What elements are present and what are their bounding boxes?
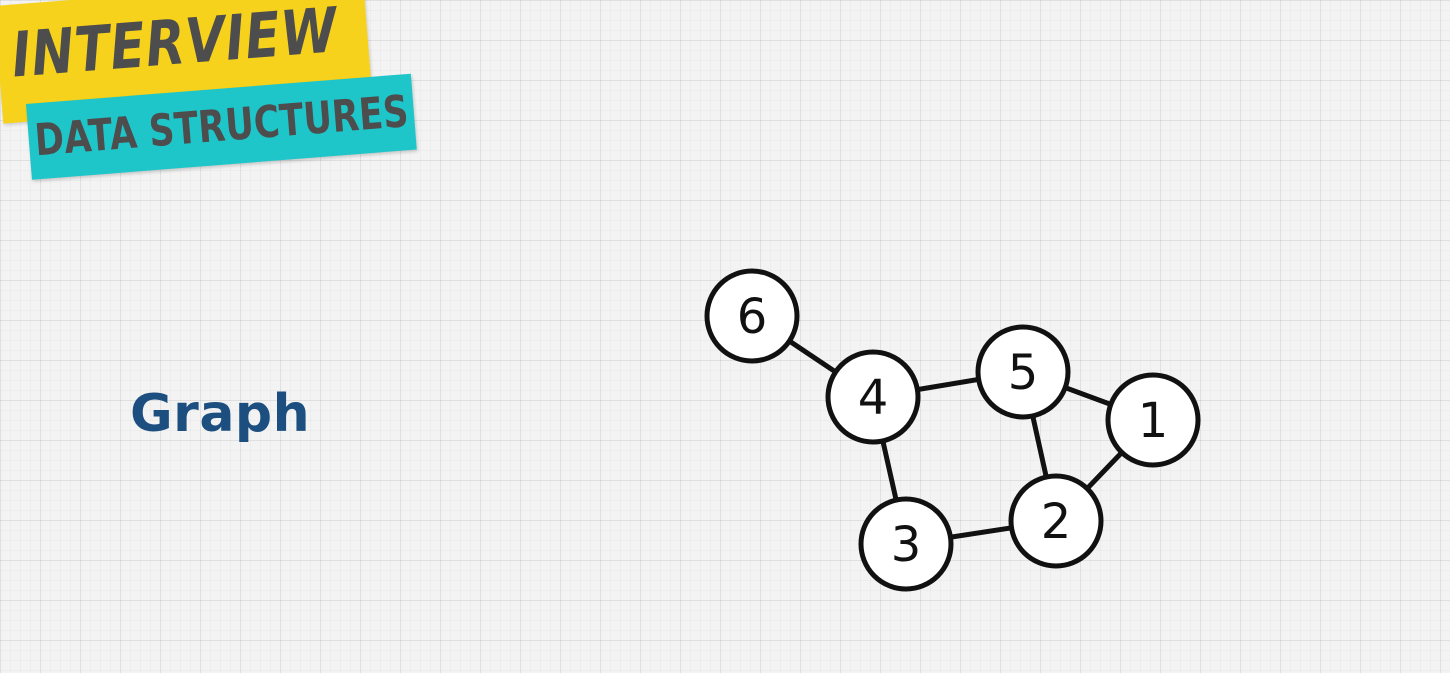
graph-node-circle <box>975 324 1071 420</box>
graph-node-circle <box>825 349 921 445</box>
graph-node-circle <box>1008 473 1104 569</box>
graph-nodes: 1 2 3 4 5 6 <box>704 268 1201 592</box>
graph-node-circle <box>1105 372 1201 468</box>
graph-node-circle <box>858 496 954 592</box>
graph-node-label: 1 <box>1138 393 1169 449</box>
graph-node-5: 5 <box>975 324 1071 420</box>
graph-node-label: 5 <box>1008 345 1039 401</box>
graph-node-4: 4 <box>825 349 921 445</box>
section-label: Graph <box>130 384 311 444</box>
graph-node-circle <box>704 268 800 364</box>
graph-node-3: 3 <box>858 496 954 592</box>
graph-node-label: 3 <box>891 517 922 573</box>
graph-node-2: 2 <box>1008 473 1104 569</box>
graph-node-label: 6 <box>737 289 768 345</box>
graph-node-6: 6 <box>704 268 800 364</box>
graph-node-label: 2 <box>1041 494 1072 550</box>
graph-node-1: 1 <box>1105 372 1201 468</box>
graph-node-label: 4 <box>858 370 889 426</box>
